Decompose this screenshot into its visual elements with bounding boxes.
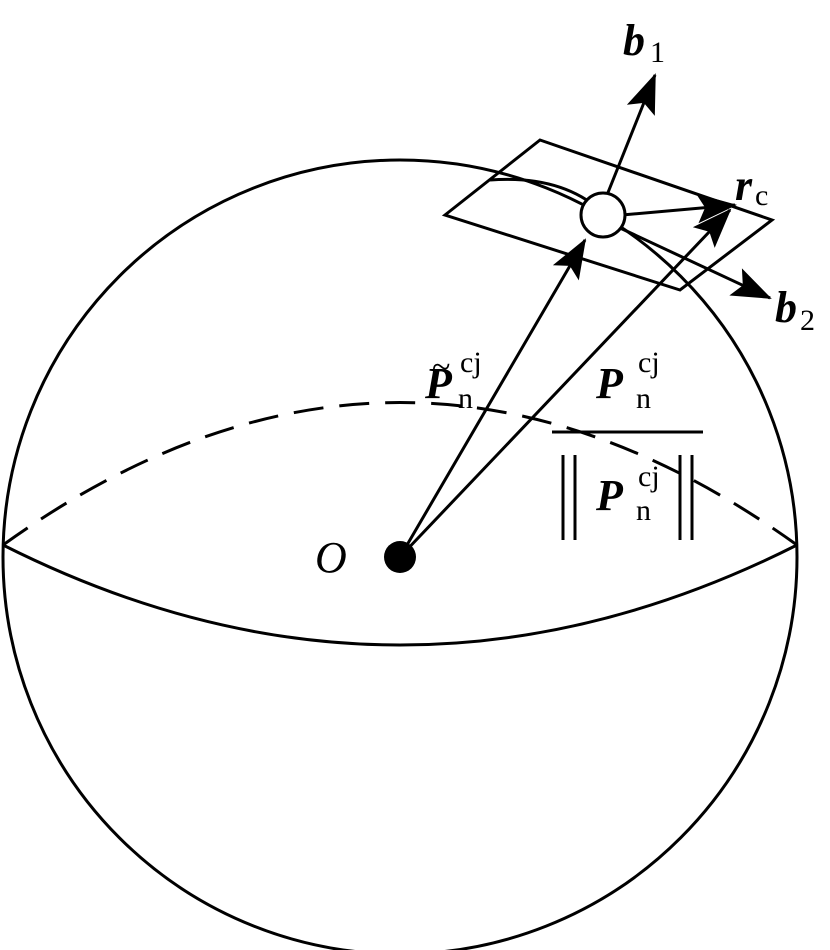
b2-subscript: 2 [800,304,815,337]
p-denominator-label: P [595,471,624,520]
vector-p-tilde [398,238,587,558]
vector-b2 [619,226,772,300]
p-numerator-subscript: n [636,382,651,415]
equator-back-dashed [2,401,798,547]
rc-label: r [735,161,753,210]
p-tilde-label: P [424,359,453,408]
sphere-outline [1,158,799,950]
surface-point [579,191,627,239]
p-tilde-superscript: cj [460,346,482,379]
p-numerator-superscript: cj [638,346,660,379]
vector-rc [621,193,737,224]
vector-b1 [603,73,657,201]
origin-dot [384,541,416,573]
b2-label: b [775,283,797,332]
b1-subscript: 1 [650,36,665,69]
p-tilde-tilde: ~ [432,349,450,386]
equator-front [2,543,798,647]
rc-subscript: c [755,179,768,212]
origin-label: O [315,533,347,582]
p-denominator-superscript: cj [638,460,660,493]
tangent-plane [441,138,776,292]
p-numerator-label: P [595,359,624,408]
vector-p-normalized [398,208,732,559]
p-tilde-subscript: n [458,382,473,415]
b1-label: b [623,16,645,65]
p-denominator-subscript: n [636,494,651,527]
